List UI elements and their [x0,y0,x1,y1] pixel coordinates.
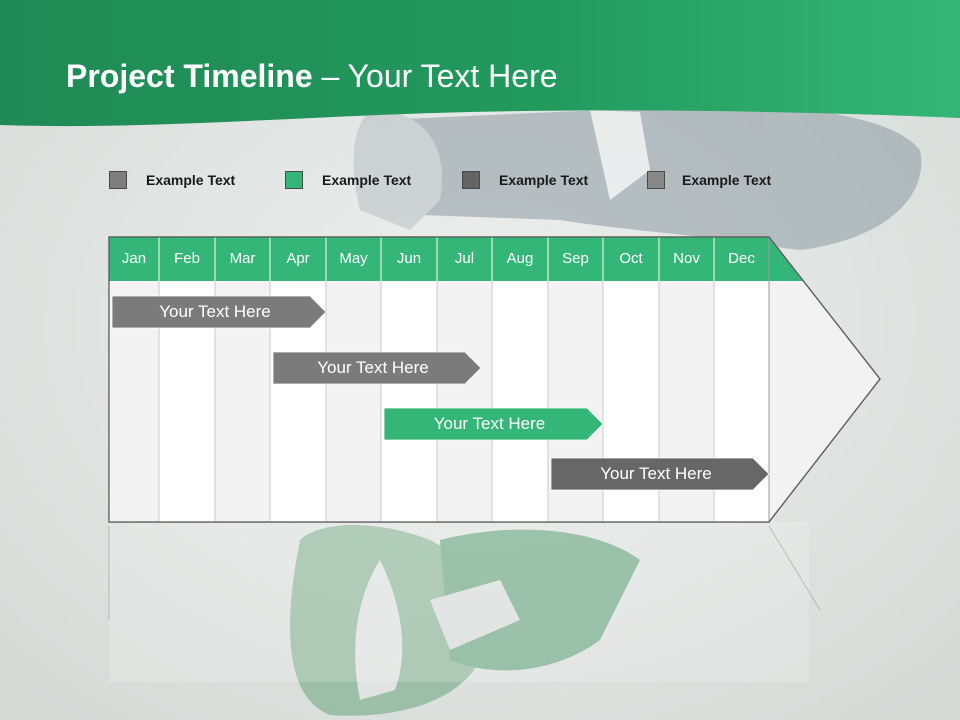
month-label: Dec [728,250,755,267]
month-label: Oct [619,250,643,267]
task-bar [383,407,604,441]
month-header-band [109,237,804,281]
month-label: Mar [229,250,256,267]
legend-swatch [285,171,303,189]
dancer-silhouette [290,104,922,716]
slide-title: Project Timeline – Your Text Here [66,58,558,95]
legend-label: Example Text [499,172,589,188]
title-bold-part: Project Timeline [66,58,313,94]
month-label: May [339,250,368,267]
reflection-line [768,525,821,611]
title-banner [0,0,960,127]
month-label: Apr [286,250,310,267]
legend-label: Example Text [682,172,772,188]
title-rest-part: – Your Text Here [312,58,558,94]
month-label: Jun [396,250,422,267]
month-column [326,281,381,522]
month-label: Feb [174,250,200,267]
task-bar [111,295,327,329]
legend-swatch [109,171,127,189]
task-bar [272,351,482,385]
legend-label: Example Text [146,172,236,188]
task-bar [550,457,770,491]
legend-label: Example Text [322,172,412,188]
legend-swatch [462,171,480,189]
task-label: Your Text Here [159,302,271,321]
task-label: Your Text Here [600,464,712,483]
task-label: Your Text Here [433,414,546,433]
timeline-arrow-outline [108,236,881,523]
month-column [381,281,437,522]
month-column [437,281,492,522]
legend-swatch [647,171,665,189]
month-label: Aug [506,250,534,267]
task-label: Your Text Here [317,358,429,377]
month-label: Jan [121,250,147,267]
month-label: Nov [673,250,700,267]
month-label: Jul [454,250,475,267]
month-column [492,281,548,522]
month-label: Sep [562,250,589,267]
